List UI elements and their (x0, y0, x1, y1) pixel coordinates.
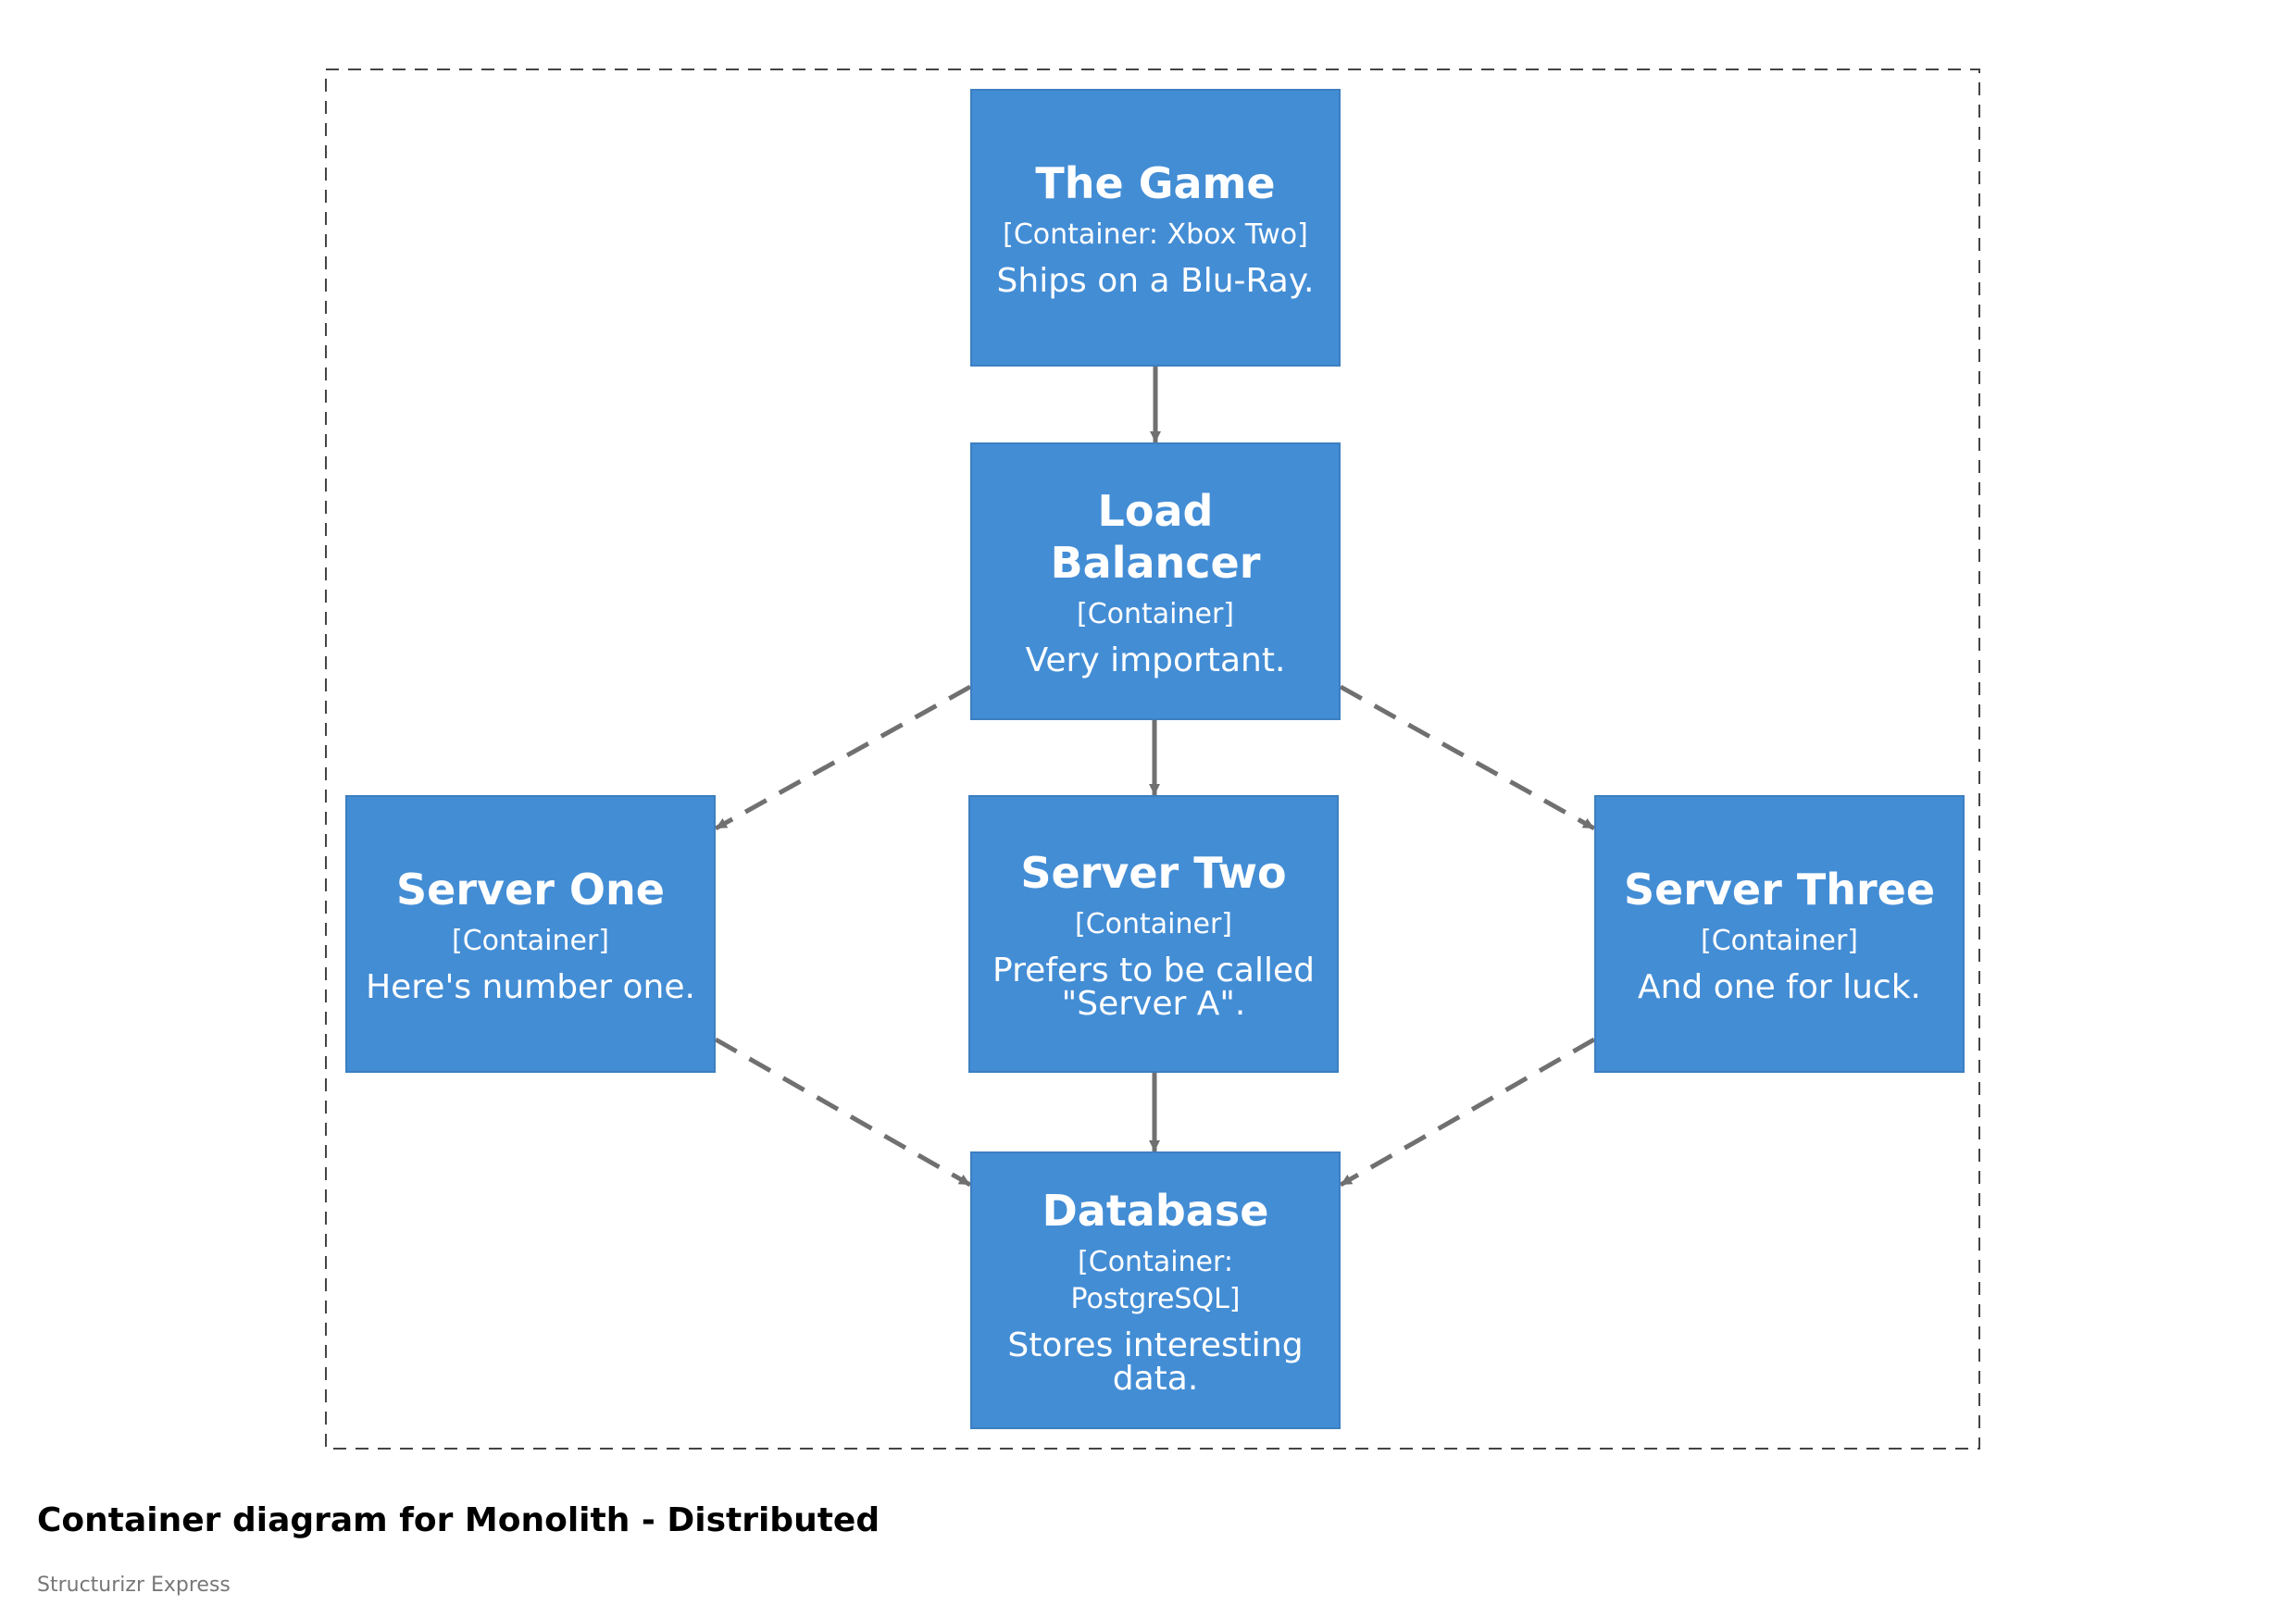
container-name: The Game (1035, 158, 1276, 208)
container-description: Very important. (1025, 641, 1286, 679)
container-the-game[interactable]: The Game [Container: Xbox Two] Ships on … (970, 89, 1341, 367)
system-boundary (325, 68, 1980, 1450)
container-server-one[interactable]: Server One [Container] Here's number one… (345, 795, 716, 1073)
container-technology: [Container: PostgreSQL] (1070, 1246, 1241, 1315)
container-name: Server One (396, 865, 665, 915)
container-technology: [Container] (1074, 908, 1232, 940)
container-name: Server Two (1020, 848, 1287, 898)
container-description: Here's number one. (366, 968, 695, 1006)
relationship-arrow-server-one-to-database (714, 1037, 972, 1188)
relationship-arrow-server-three-to-database (1339, 1037, 1596, 1188)
container-database[interactable]: Database [Container: PostgreSQL] Stores … (970, 1151, 1341, 1429)
container-technology: [Container] (1700, 925, 1858, 957)
container-name: Load Balancer (1050, 486, 1261, 588)
edges-layer (714, 367, 1596, 1188)
container-name: Database (1042, 1186, 1269, 1236)
container-server-two[interactable]: Server Two [Container] Prefers to be cal… (968, 795, 1339, 1073)
container-description: Stores interesting data. (1007, 1326, 1304, 1398)
diagram-subtitle: Structurizr Express (37, 1574, 231, 1597)
container-description: And one for luck. (1637, 968, 1922, 1006)
container-description: Prefers to be called "Server A". (992, 952, 1315, 1023)
diagram-title: Container diagram for Monolith - Distrib… (37, 1501, 880, 1539)
container-load-balancer[interactable]: Load Balancer [Container] Very important… (970, 442, 1341, 720)
container-technology: [Container] (451, 925, 609, 957)
relationship-arrow-load-balancer-to-server-one (714, 684, 972, 831)
container-technology: [Container] (1076, 598, 1234, 630)
container-server-three[interactable]: Server Three [Container] And one for luc… (1594, 795, 1965, 1073)
relationship-arrow-load-balancer-to-server-three (1339, 684, 1596, 831)
container-description: Ships on a Blu-Ray. (996, 262, 1315, 300)
container-technology: [Container: Xbox Two] (1003, 218, 1308, 251)
container-name: Server Three (1623, 865, 1936, 915)
